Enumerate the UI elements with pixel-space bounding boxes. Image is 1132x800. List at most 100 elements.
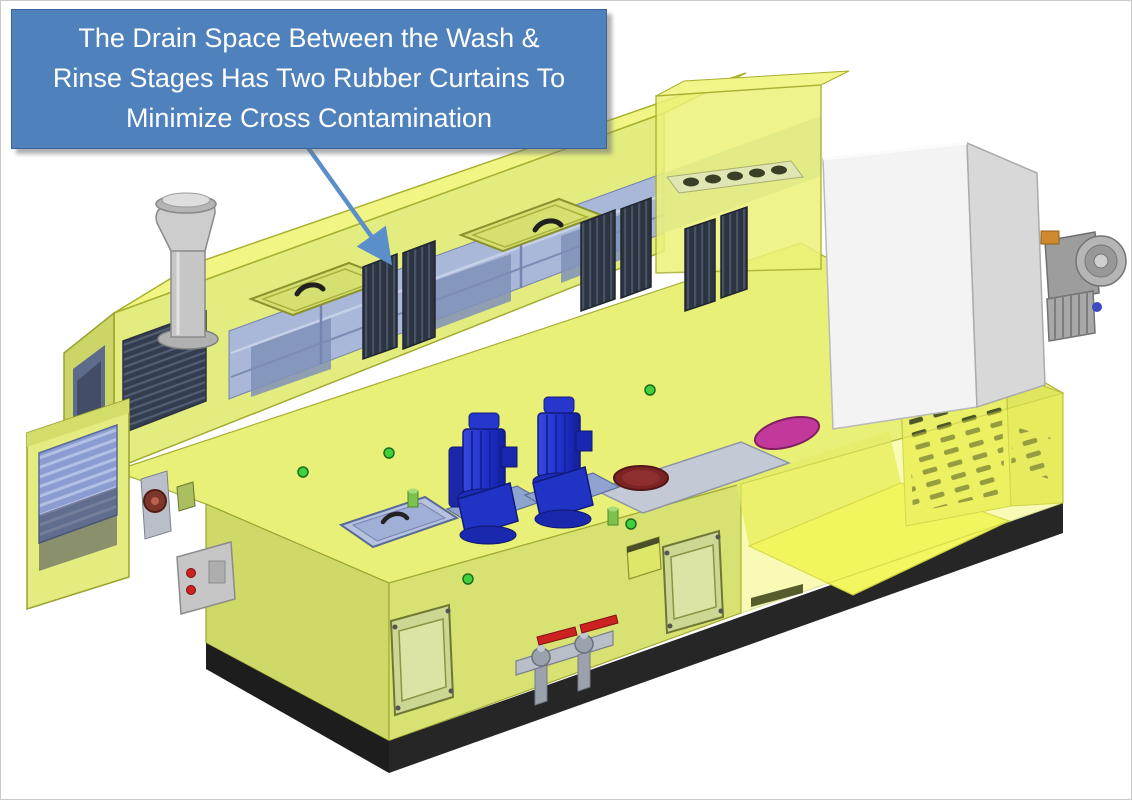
pump-head [532,466,594,522]
door-bolt [715,534,721,540]
rubber-curtain-panel [402,239,436,351]
tray-translucent-front-panel [740,392,1064,614]
enclosure-top-edge [822,141,968,161]
green-indicator [625,518,637,530]
vent-hole [705,174,721,184]
callout-line-2: Rinse Stages Has Two Rubber Curtains To [52,63,566,93]
rubber-curtains-group-3 [684,205,748,313]
pump-junction-box [500,446,518,468]
callout-arrow [302,140,393,266]
orange-coupling [1040,230,1060,245]
deck-fixtures [338,441,792,580]
vent-hole [683,177,699,187]
callout-annotation: The Drain Space Between the Wash & Rinse… [11,9,607,149]
parts-washer-machine [26,70,1127,773]
pump-left [448,412,519,545]
junction-box-vent [208,560,226,584]
drive-hub-center [151,497,159,505]
infeed-conveyor [26,397,196,611]
door-panel [670,544,717,620]
right-wall-vent-slats [1011,426,1051,479]
green-indicator [383,447,395,459]
rubber-curtain-panel [620,196,652,300]
red-button-2 [186,585,196,595]
machine-base-left [206,643,389,773]
red-button-1 [186,568,196,578]
pump-head [457,482,519,538]
vent-hole [727,171,743,181]
stack-top-cap [161,192,211,208]
pump-base [534,509,592,529]
motor-terminal [1092,302,1102,312]
rubber-curtain-panel [362,252,398,361]
access-door-left [389,603,455,717]
green-indicator [644,384,656,396]
interior-window-1 [251,318,331,397]
drive-motor-fins [1054,293,1088,339]
door-bolt [718,608,724,614]
door-bolt [392,624,398,630]
drain-valve-assembly [515,614,619,706]
tray-left-inner-wall [736,431,901,546]
pump-motor-fins [546,415,575,475]
deck-junction-box-lid [627,537,659,553]
lid-handle [532,218,564,233]
exhaust-stack [155,192,219,350]
valve-pipe-drop-1 [534,664,548,706]
magenta-workpiece [753,416,821,450]
pump-fan-cover [468,412,500,430]
rubber-curtain-panel [684,217,716,313]
electrical-enclosure [822,141,1046,430]
deck-hatch-inner [351,502,447,542]
valve-red-handle-2 [579,614,619,634]
junction-box-body [176,541,236,615]
interior-window-2 [431,254,511,331]
left-junction-box [176,541,236,615]
front-drain-slot [751,584,803,607]
rubber-curtains-group-2 [580,196,652,313]
valve-red-handle-1 [536,626,578,646]
conveyor-under-shadow [39,487,117,571]
callout-line-1: The Drain Space Between the Wash & [78,23,540,53]
hatch-handle [380,511,410,525]
green-standoff-2-top [608,506,618,512]
pump-base [459,525,517,545]
drain-space-plate [592,441,792,514]
green-guard-tab [176,481,196,512]
door-panel [398,618,447,703]
green-indicator [297,466,309,478]
door-bolt [667,623,673,629]
lid-inner-line [470,204,590,248]
door-bolt [445,608,451,614]
door-bolt [395,705,401,711]
rinse-tray-section [736,372,1064,614]
enclosure-front-face [822,142,978,430]
valve-stem-1 [537,644,545,652]
access-door-right [661,529,725,635]
door-bolt [448,688,454,694]
rubber-curtain-panel [580,208,616,313]
gearbox-face-hub [1093,253,1109,269]
callout-line-3: Minimize Cross Contamination [125,103,493,133]
green-indicator [462,573,474,585]
pump-right [532,396,594,529]
pump-fan-cover [543,396,575,414]
enclosure-side-face [966,141,1046,409]
drain-opening-inner [622,470,660,486]
rubber-curtains-group-1 [362,239,436,361]
valve-pipe-drop-2 [577,650,591,692]
exit-drive-assembly [1040,230,1127,342]
lid-handle [294,282,326,297]
vent-hole [749,168,765,178]
pump-junction-box [575,430,593,452]
conveyor-frame-top [27,399,129,447]
rubber-curtain-panel [720,205,748,300]
green-standoff-1-top [408,488,418,494]
door-bolt [664,550,670,556]
vent-hole [771,165,787,175]
back-wall-vent-slats [909,391,1005,513]
stack-pipe [170,248,206,338]
pump-motor-fins [471,431,500,491]
